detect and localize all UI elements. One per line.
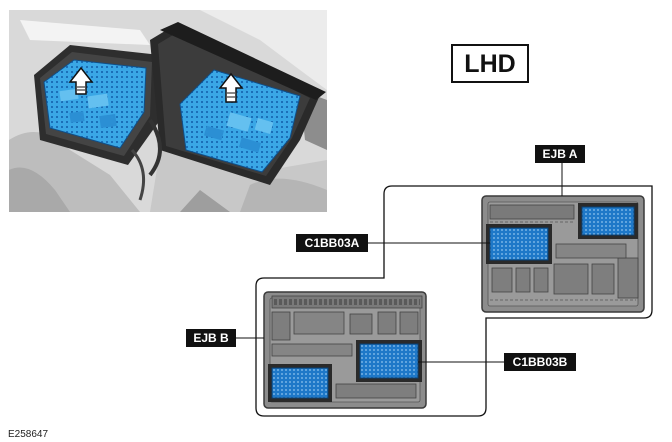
callout-c1bb03a: C1BB03A [296, 234, 368, 252]
ejb-b-module [263, 291, 427, 409]
lhd-label: LHD [464, 50, 515, 78]
lhd-label-box: LHD [451, 44, 529, 83]
svg-text:EJB B: EJB B [193, 331, 229, 345]
ejb-group-outline [255, 185, 653, 417]
callout-ejb-a: EJB A [535, 145, 585, 163]
callout-c1bb03b: C1BB03B [504, 353, 576, 371]
svg-text:EJB A: EJB A [543, 147, 578, 161]
callout-ejb-b: EJB B [186, 329, 236, 347]
svg-text:C1BB03B: C1BB03B [513, 355, 568, 369]
svg-text:C1BB03A: C1BB03A [305, 236, 360, 250]
ejb-a-module [481, 195, 645, 313]
figure-id: E258647 [8, 429, 48, 440]
engine-bay-illustration [9, 10, 327, 212]
